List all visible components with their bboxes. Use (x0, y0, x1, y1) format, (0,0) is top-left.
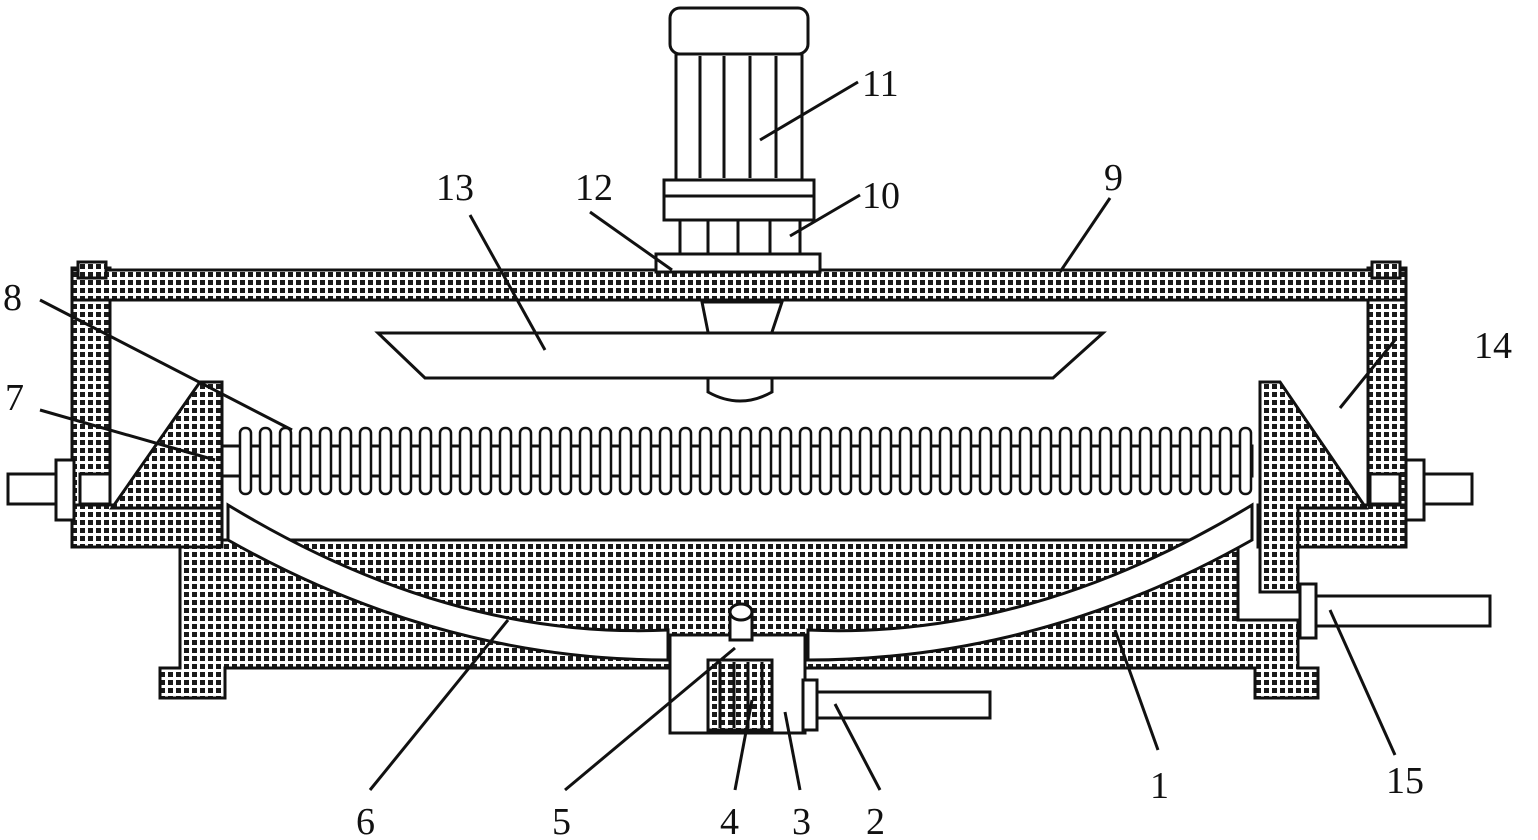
spring-coil (758, 426, 773, 496)
spring-coils (238, 426, 1253, 496)
spring-coil (1058, 426, 1073, 496)
spring-coil (578, 426, 593, 496)
spring-coil (1198, 426, 1213, 496)
motor-cap (668, 6, 810, 56)
spring-coil (558, 426, 573, 496)
spring-coil (398, 426, 413, 496)
spring-coil (798, 426, 813, 496)
spring-coil (1078, 426, 1093, 496)
spring-coil (498, 426, 513, 496)
spring-coil (378, 426, 393, 496)
spring-coil (778, 426, 793, 496)
right-wedge (1258, 380, 1369, 594)
spring-coil (518, 426, 533, 496)
motor-flange (662, 178, 816, 222)
spring-coil (878, 426, 893, 496)
spring-coil (998, 426, 1013, 496)
label-8: 8 (3, 277, 22, 319)
label-1: 1 (1150, 765, 1169, 807)
spring-coil (658, 426, 673, 496)
stirring-blade (374, 331, 1107, 380)
spring-coil (278, 426, 293, 496)
spring-coil (258, 426, 273, 496)
motor-body (674, 52, 804, 182)
label-14: 14 (1474, 325, 1512, 367)
label-2: 2 (866, 801, 885, 840)
spring-coil (318, 426, 333, 496)
spring-coil (418, 426, 433, 496)
left-bearing (78, 472, 112, 506)
label-12: 12 (575, 167, 613, 209)
label-11: 11 (862, 63, 899, 105)
label-9: 9 (1104, 157, 1123, 199)
label-15: 15 (1386, 760, 1424, 802)
outlet-nut (1298, 582, 1318, 640)
spring-coil (1018, 426, 1033, 496)
drive-pipe (803, 690, 992, 720)
label-13: 13 (436, 167, 474, 209)
spring-coil (698, 426, 713, 496)
spring-coil (1038, 426, 1053, 496)
right-bearing (1368, 472, 1402, 506)
drive-shaft-top (728, 602, 754, 622)
coupling (678, 218, 802, 258)
spring-coil (538, 426, 553, 496)
label-7: 7 (5, 377, 24, 419)
spring-coil (1218, 426, 1233, 496)
spring-coil (438, 426, 453, 496)
label-10: 10 (862, 175, 900, 217)
spring-coil (638, 426, 653, 496)
spring-coil (978, 426, 993, 496)
spring-coil (838, 426, 853, 496)
spring-coil (338, 426, 353, 496)
spring-coil (238, 426, 253, 496)
gear-teeth (718, 662, 764, 728)
spring-coil (1158, 426, 1173, 496)
motor-fins (698, 56, 778, 178)
right-nut (1404, 458, 1426, 522)
spring-coil (898, 426, 913, 496)
left-wall-foot (70, 503, 224, 549)
label-5: 5 (552, 801, 571, 840)
spring-coil (958, 426, 973, 496)
spring-coil (618, 426, 633, 496)
top-cover-right-cap (1370, 260, 1402, 280)
spring-coil (718, 426, 733, 496)
spring-coil (598, 426, 613, 496)
curved-tray-right (806, 502, 1254, 662)
spring-coil (678, 426, 693, 496)
top-cover (70, 268, 1408, 302)
label-4: 4 (720, 801, 739, 840)
spring-coil (358, 426, 373, 496)
leader-lines (39, 80, 1397, 792)
mount-plate (654, 252, 822, 274)
top-cover-left-cap (76, 260, 108, 280)
spring-coil (1098, 426, 1113, 496)
spring-coil (458, 426, 473, 496)
spring-coil (738, 426, 753, 496)
label-6: 6 (356, 801, 375, 840)
spring-coil (918, 426, 933, 496)
spring-coil (858, 426, 873, 496)
spring-coil (818, 426, 833, 496)
spring-rod (220, 444, 1254, 478)
spring-coil (1138, 426, 1153, 496)
spring-coil (1238, 426, 1253, 496)
drive-pipe-nut (801, 678, 819, 732)
curved-tray (226, 502, 670, 662)
spring-coil (1118, 426, 1133, 496)
spring-coil (298, 426, 313, 496)
outlet-pipe (1314, 594, 1492, 628)
label-3: 3 (792, 801, 811, 840)
spring-coil (478, 426, 493, 496)
spring-coil (1178, 426, 1193, 496)
left-nut (54, 458, 76, 522)
spring-coil (938, 426, 953, 496)
